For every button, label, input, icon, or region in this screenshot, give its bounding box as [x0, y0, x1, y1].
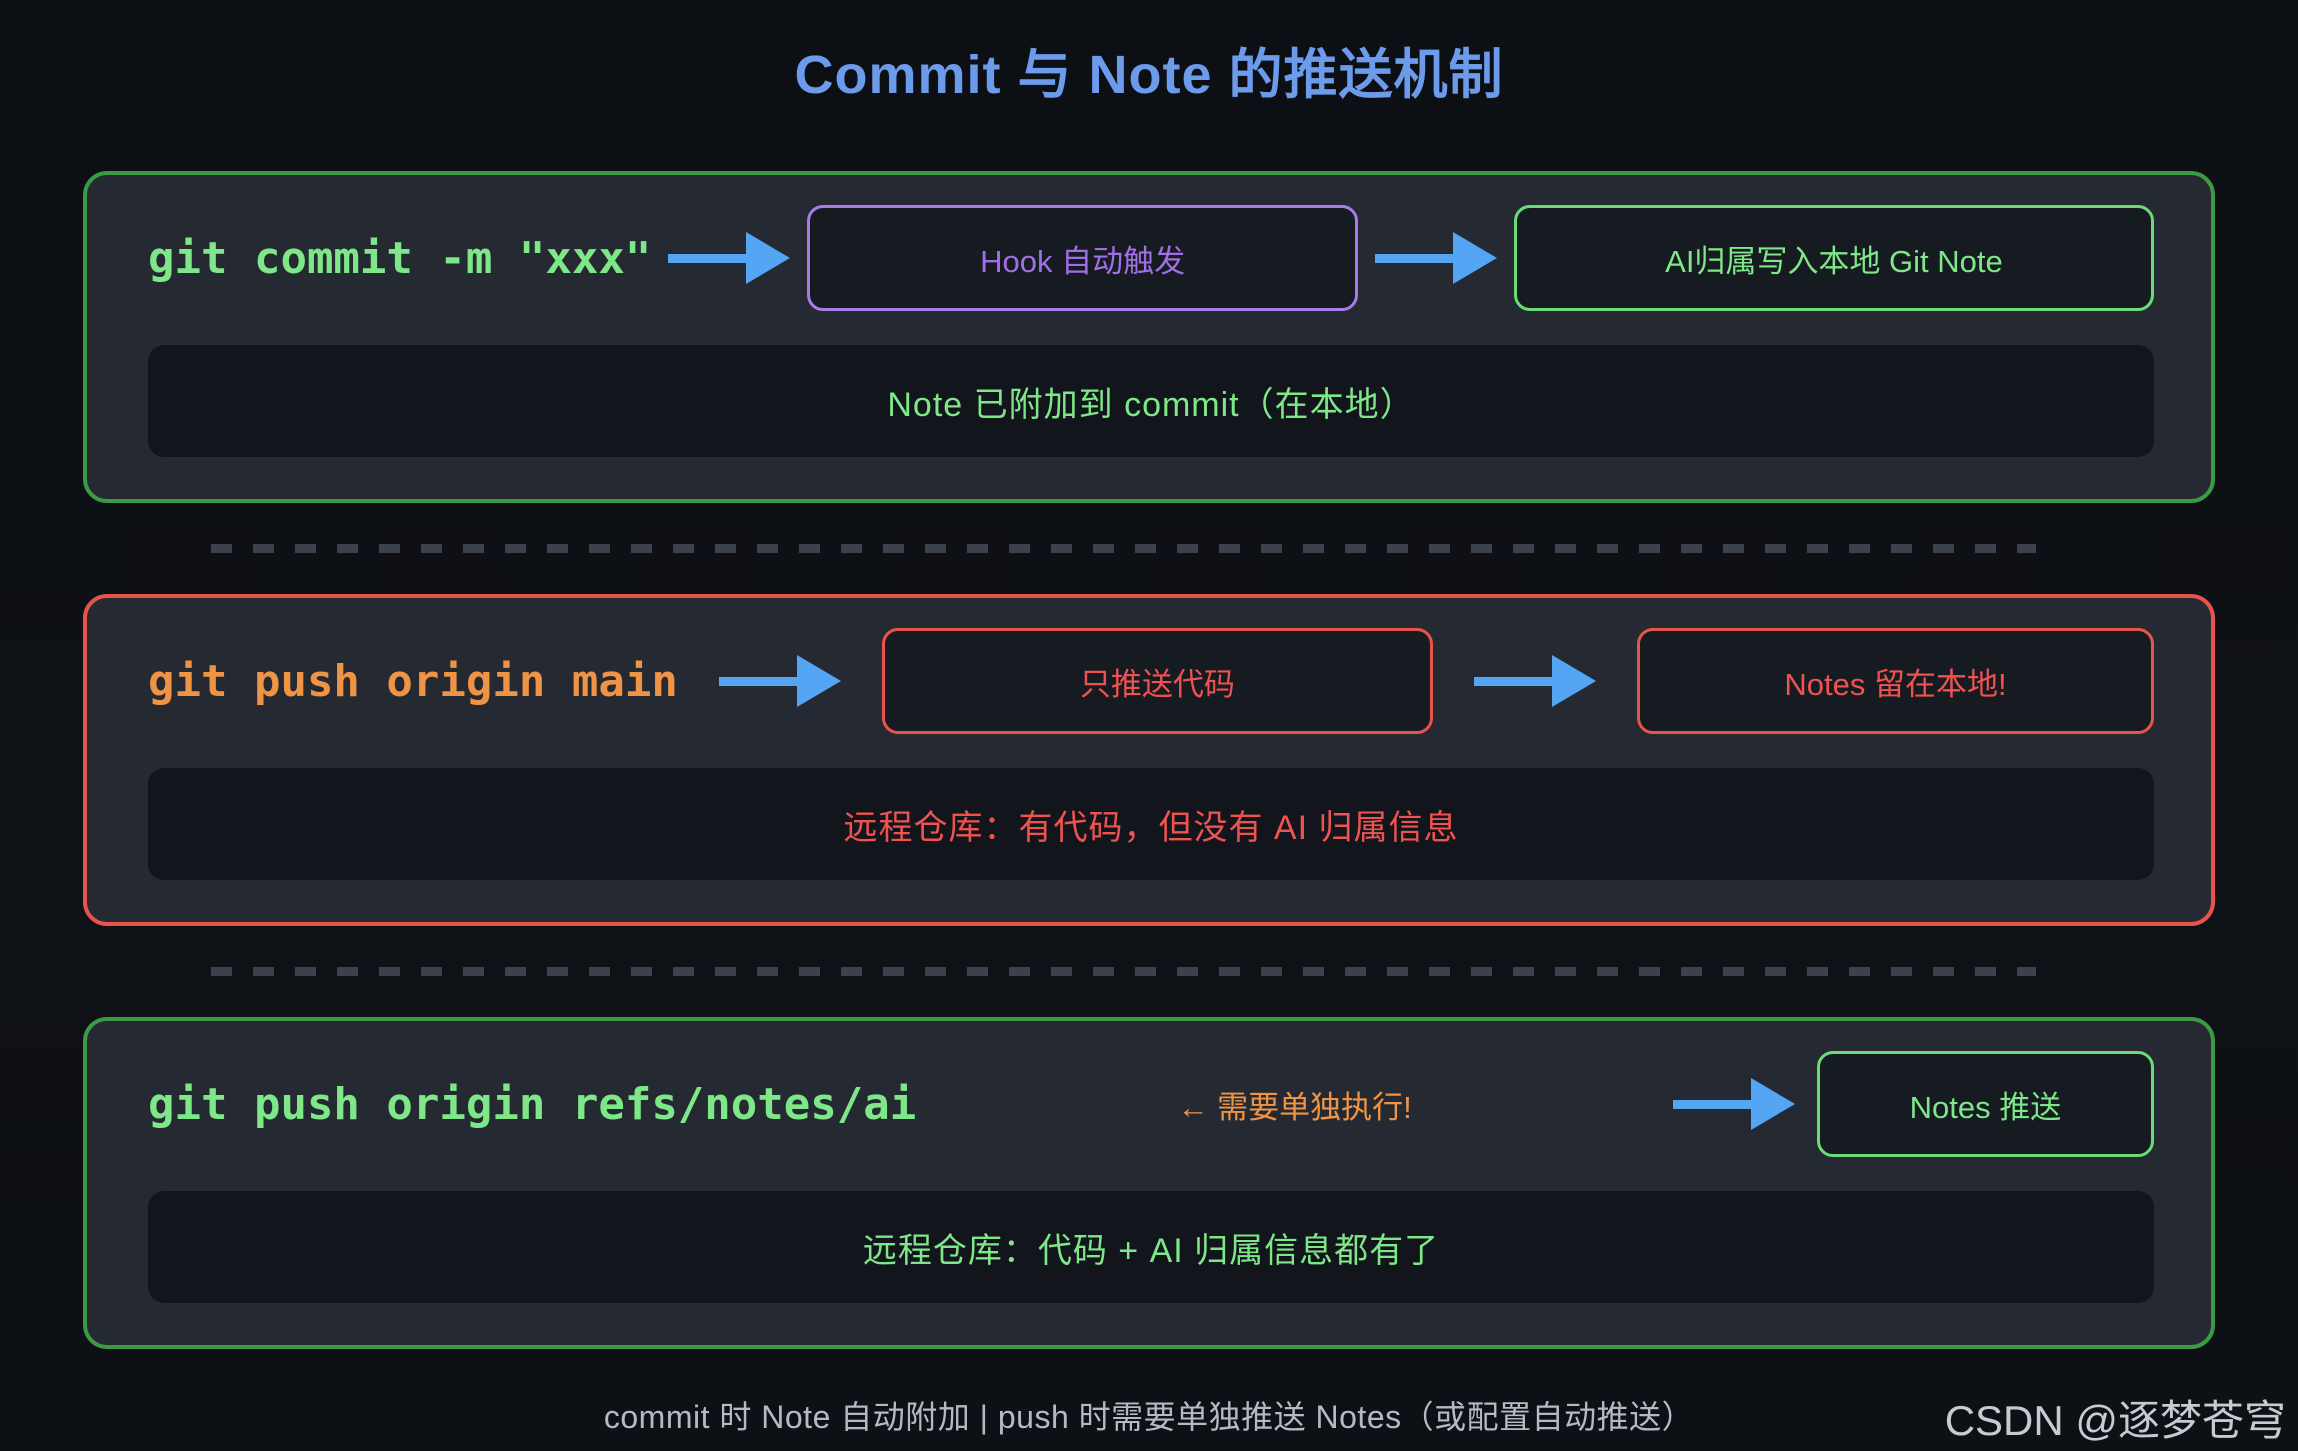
commit-flow-row: git commit -m "xxx" Hook 自动触发 AI归属写入本地 G…: [148, 205, 2154, 311]
command-git-commit: git commit -m "xxx": [148, 232, 652, 284]
arrow-head: [746, 232, 791, 284]
push-notes-flow-row: git push origin refs/notes/ai ← 需要单独执行! …: [148, 1051, 2154, 1157]
command-git-push-main: git push origin main: [148, 655, 678, 707]
node-hook-trigger: Hook 自动触发: [807, 205, 1359, 311]
arrow-head: [1750, 1078, 1795, 1130]
node-notes-stay-local: Notes 留在本地!: [1637, 628, 2154, 734]
command-git-push-notes: git push origin refs/notes/ai: [148, 1078, 917, 1130]
section-push-main-flow: git push origin main 只推送代码 Notes 留在本地! 远…: [83, 594, 2215, 926]
annotation-needs-separate-run: ← 需要单独执行!: [1177, 1089, 1412, 1125]
page-title: Commit 与 Note 的推送机制: [794, 45, 1504, 105]
arrow-right-icon: [1473, 655, 1596, 707]
csdn-watermark: CSDN @逐梦苍穹: [1944, 1396, 2286, 1444]
node-ai-write-git-note: AI归属写入本地 Git Note: [1513, 205, 2154, 311]
arrow-line: [1473, 676, 1552, 686]
dashed-separator: [211, 544, 2036, 553]
status-remote-complete: 远程仓库：代码 + AI 归属信息都有了: [148, 1191, 2154, 1303]
arrow-head: [1453, 232, 1498, 284]
push-main-flow-row: git push origin main 只推送代码 Notes 留在本地!: [148, 628, 2154, 734]
node-notes-push: Notes 推送: [1816, 1051, 2154, 1157]
arrow-right-icon: [668, 232, 791, 284]
section-commit-flow: git commit -m "xxx" Hook 自动触发 AI归属写入本地 G…: [83, 171, 2215, 503]
arrow-right-icon: [718, 655, 841, 707]
status-remote-missing-ai: 远程仓库：有代码，但没有 AI 归属信息: [148, 768, 2154, 880]
arrow-head: [796, 655, 841, 707]
arrow-line: [718, 676, 797, 686]
arrow-line: [1375, 253, 1454, 263]
dashed-separator: [211, 967, 2036, 976]
arrow-line: [1672, 1099, 1751, 1109]
section-push-notes-flow: git push origin refs/notes/ai ← 需要单独执行! …: [83, 1017, 2215, 1349]
arrow-right-icon: [1672, 1078, 1795, 1130]
node-push-code-only: 只推送代码: [881, 628, 1433, 734]
arrow-right-icon: [1375, 232, 1498, 284]
arrow-line: [668, 253, 747, 263]
footer: commit 时 Note 自动附加 | push 时需要单独推送 Notes（…: [0, 1379, 2298, 1451]
footer-caption: commit 时 Note 自动附加 | push 时需要单独推送 Notes（…: [603, 1399, 1695, 1435]
arrow-head: [1551, 655, 1596, 707]
status-note-attached-local: Note 已附加到 commit（在本地）: [148, 345, 2154, 457]
arrow-node-group: Notes 推送: [1672, 1051, 2154, 1157]
